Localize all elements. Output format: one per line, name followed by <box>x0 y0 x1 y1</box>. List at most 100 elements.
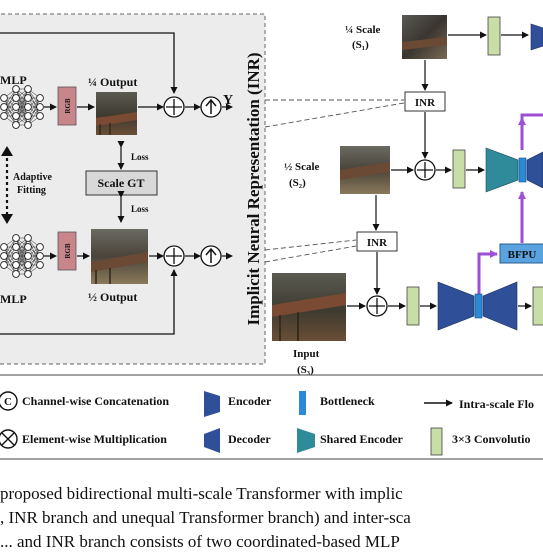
inr-lower-label: INR <box>367 237 388 249</box>
neuron-node <box>12 85 20 93</box>
bottleneck-block <box>474 293 483 319</box>
quarter-scale-image <box>402 15 447 59</box>
neuron-node <box>36 243 44 251</box>
quarter-output-label: ¼ Output <box>88 75 137 89</box>
legend-decoder: Decoder <box>228 432 271 446</box>
neuron-node <box>24 261 32 269</box>
conv-legend-icon <box>430 427 443 456</box>
mlp-bottom-label: MLP <box>0 292 27 306</box>
quarter-output-image <box>96 92 137 135</box>
neuron-node <box>0 112 8 120</box>
shared-encoder-block <box>485 147 519 193</box>
upsample-icon <box>200 245 222 267</box>
rgb-label-bottom: RGB <box>64 243 72 259</box>
legend-bottleneck: Bottleneck <box>320 394 375 408</box>
neuron-node <box>24 112 32 120</box>
legend-flow: Intra-scale Flo <box>459 397 534 411</box>
neuron-node <box>12 112 20 120</box>
neuron-node <box>12 94 20 102</box>
caption-line-3: ... and INR branch consists of two coord… <box>0 532 400 551</box>
caption-line-1: proposed bidirectional multi-scale Trans… <box>0 484 403 503</box>
adaptive-label: Adaptive <box>13 172 52 183</box>
neuron-node <box>12 252 20 260</box>
multiply-icon <box>366 295 388 317</box>
half-scale-sub: (S₂) <box>289 177 306 189</box>
neuron-node <box>0 252 8 260</box>
concat-icon: C <box>0 391 18 411</box>
input-label: Input <box>293 348 320 360</box>
legend-multiply: Element-wise Multiplication <box>22 432 167 446</box>
half-output-label: ½ Output <box>88 290 137 304</box>
quarter-scale-label: ¼ Scale <box>345 24 381 36</box>
neuron-node <box>0 261 8 269</box>
neuron-node <box>24 234 32 242</box>
neuron-node <box>12 103 20 111</box>
neuron-node <box>24 252 32 260</box>
quarter-scale-sub: (S₁) <box>352 39 369 51</box>
y-label: Y <box>223 93 233 108</box>
mlp-top-network <box>0 85 44 129</box>
bottleneck-legend-icon <box>299 391 306 415</box>
half-scale-image <box>340 146 390 194</box>
rgb-label-top: RGB <box>64 98 72 114</box>
inr-box-lower <box>356 231 398 252</box>
neuron-node <box>36 252 44 260</box>
architecture-diagram: MLP MLP Adaptive Fitting RGB RGB ¼ Outpu… <box>0 13 543 460</box>
encoder-block <box>437 281 475 331</box>
neuron-node <box>36 103 44 111</box>
bfpu-label: BFPU <box>508 249 537 261</box>
neuron-node <box>24 121 32 129</box>
inr-panel-title: Implicit Neural Representation (INR) <box>244 52 263 325</box>
neuron-node <box>12 261 20 269</box>
encoder-legend-icon <box>204 391 220 417</box>
neuron-node <box>36 112 44 120</box>
neuron-node <box>24 94 32 102</box>
neuron-node <box>24 270 32 278</box>
encoder-block <box>530 23 543 51</box>
legend-box <box>0 374 543 460</box>
neuron-node <box>12 234 20 242</box>
loss-bottom-label: Loss <box>131 204 149 214</box>
neuron-node <box>36 94 44 102</box>
rgb-box-bottom <box>57 231 77 271</box>
legend-conv: 3×3 Convolutio <box>452 432 531 446</box>
neuron-node <box>24 103 32 111</box>
input-image <box>272 273 346 341</box>
fitting-label: Fitting <box>17 185 46 196</box>
mlp-top-label: MLP <box>0 73 27 87</box>
conv-block <box>532 286 543 326</box>
neuron-node <box>24 243 32 251</box>
neuron-node <box>0 103 8 111</box>
multiply-icon <box>163 96 185 118</box>
conv-block <box>487 16 501 56</box>
conv-block <box>452 149 466 189</box>
multiply-icon <box>163 245 185 267</box>
legend-shared-encoder: Shared Encoder <box>320 432 403 446</box>
conv-block <box>406 286 420 326</box>
decoder-legend-icon <box>204 428 220 453</box>
legend-concat: Channel-wise Concatenation <box>22 394 169 408</box>
neuron-node <box>12 121 20 129</box>
scale-gt-label: Scale GT <box>98 176 145 190</box>
neuron-node <box>0 94 8 102</box>
loss-top-label: Loss <box>131 152 149 162</box>
bfpu-box <box>499 243 543 264</box>
bottleneck-block <box>518 157 527 183</box>
neuron-node <box>12 243 20 251</box>
shared-encoder-legend-icon <box>297 428 315 453</box>
multiply-icon <box>0 429 18 449</box>
decoder-block <box>526 151 543 189</box>
input-sub: (S₃) <box>297 364 314 376</box>
svg-text:C: C <box>4 396 12 408</box>
neuron-node <box>36 261 44 269</box>
neuron-node <box>0 243 8 251</box>
neuron-node <box>24 85 32 93</box>
caption-line-2: , INR branch and unequal Transformer bra… <box>0 508 411 527</box>
upsample-icon <box>200 96 222 118</box>
rgb-box-top <box>57 86 77 126</box>
legend-encoder: Encoder <box>228 394 272 408</box>
half-scale-label: ½ Scale <box>284 161 320 173</box>
neuron-node <box>12 270 20 278</box>
half-output-image <box>91 229 148 284</box>
inr-upper-label: INR <box>415 97 436 109</box>
